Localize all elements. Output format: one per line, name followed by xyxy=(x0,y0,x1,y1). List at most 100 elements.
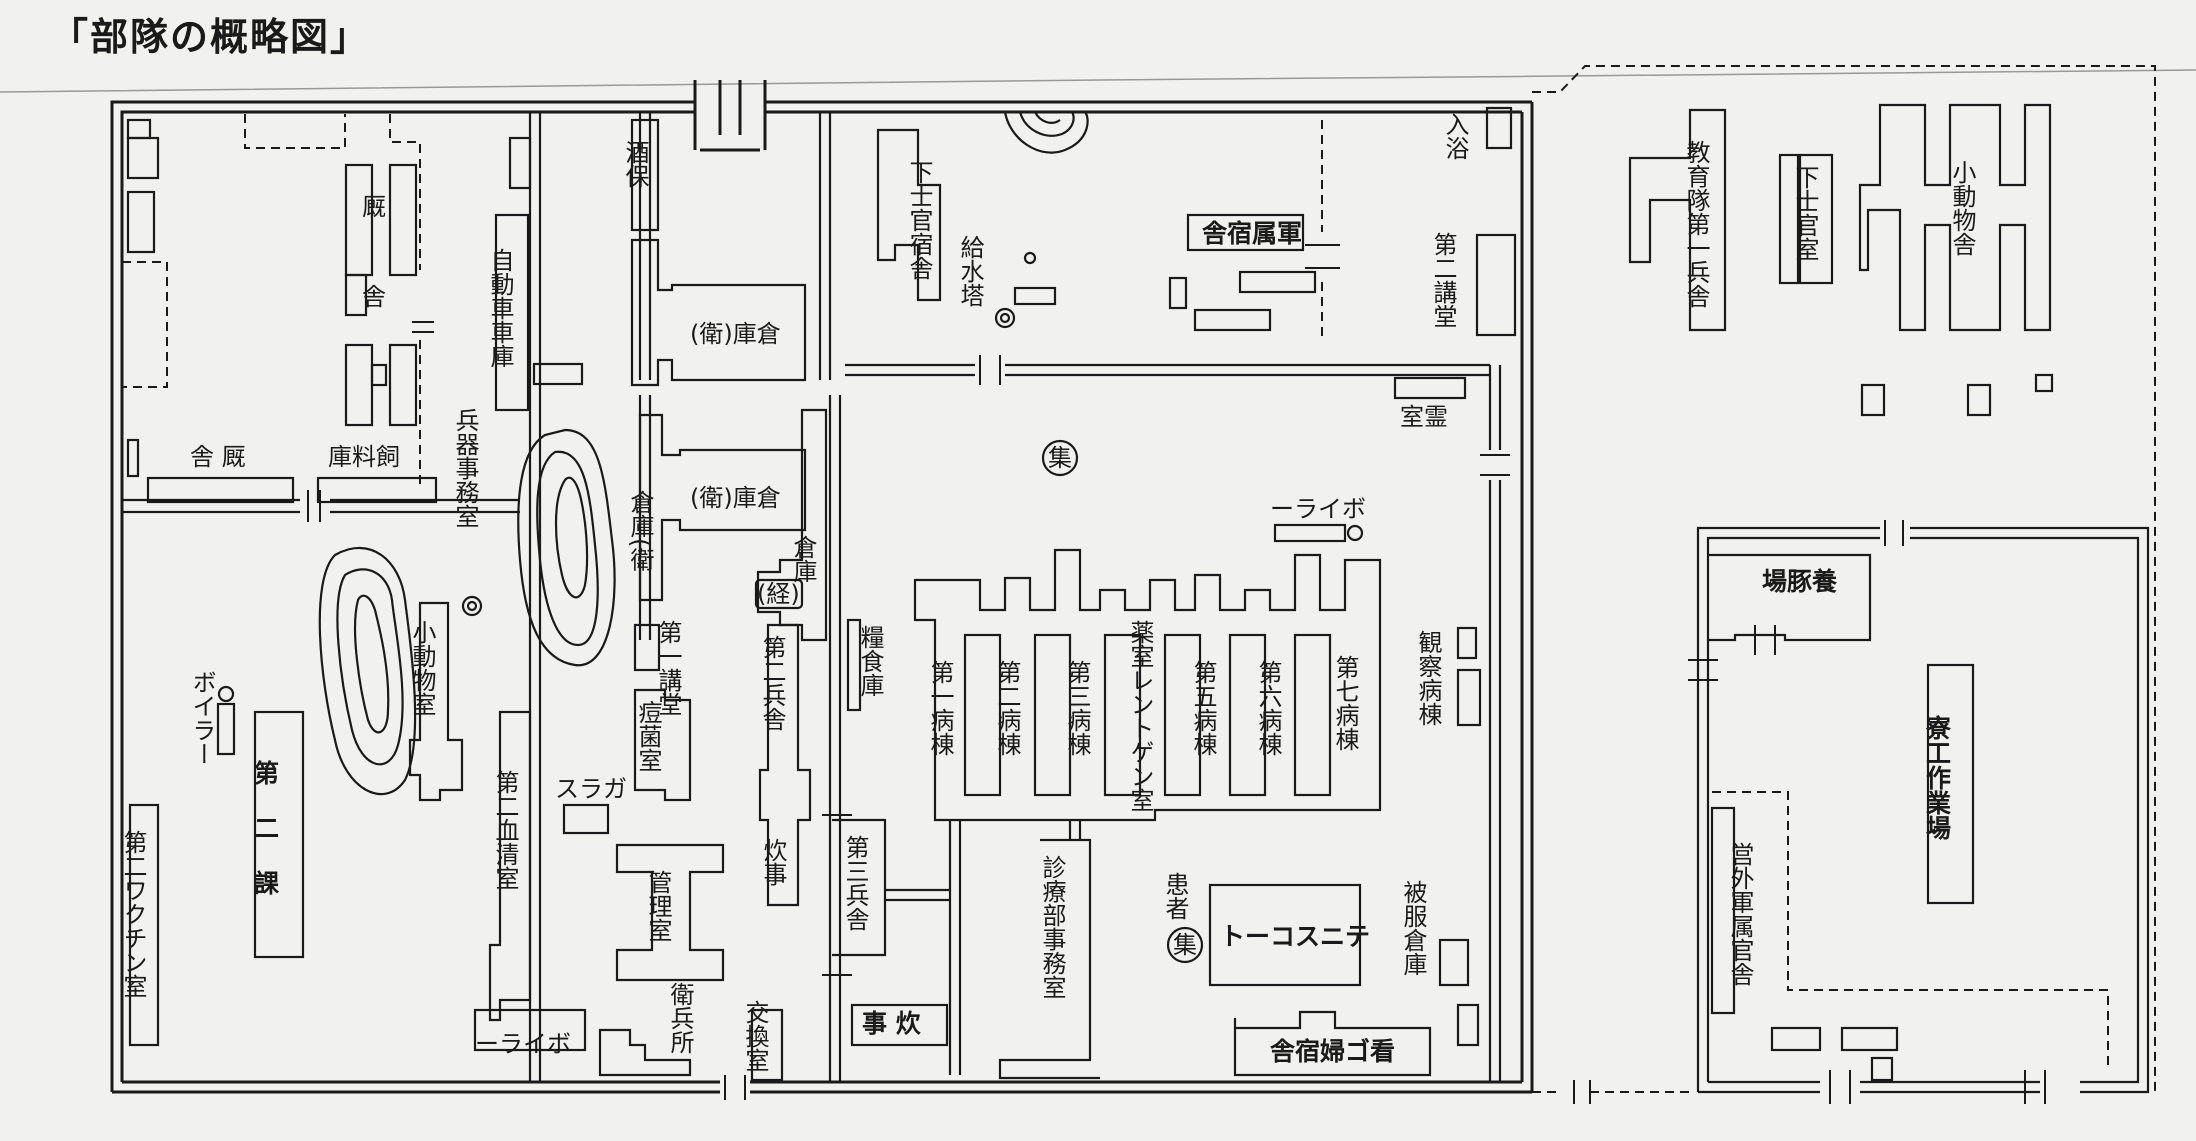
pig-farm-label: 場豚養 xyxy=(1762,567,1837,596)
water-tower-tank-inner xyxy=(999,312,1011,324)
spirit-room-building xyxy=(1393,376,1467,400)
small-block-1 xyxy=(1860,383,1886,417)
pharmacy-xray-label: 薬室レントゲン室 xyxy=(1126,620,1154,812)
small-animal-building-label: 小動物舎 xyxy=(1948,160,1976,256)
barracks-3-building xyxy=(832,818,887,957)
finance-storehouse-building xyxy=(756,408,828,642)
civilian-quarters-annex-1 xyxy=(1770,1026,1822,1052)
pond-left xyxy=(318,546,417,796)
hygiene-storehouse-1-label: (衛)庫倉 xyxy=(690,320,781,348)
small-block-2 xyxy=(1966,383,1992,417)
vaccinia-room-label: 痘菌室 xyxy=(634,700,662,772)
lecture-hall-2-building xyxy=(1475,233,1517,337)
civilian-dorm-annex-1 xyxy=(1168,276,1188,310)
exchange-room-label: 交換室 xyxy=(741,1000,769,1072)
weapons-office-label: 兵器事務室 xyxy=(451,408,479,528)
water-tower-label: 給水塔 xyxy=(956,235,984,307)
stable-label-umaya: 厩 xyxy=(362,193,386,221)
boiler-3-building xyxy=(1273,523,1347,543)
kitchen-1-label: 炊事 xyxy=(759,838,787,886)
observation-ward-label: 観察病棟 xyxy=(1414,630,1442,726)
pig-farm-gate xyxy=(1754,625,1776,655)
lecture-hall-1-building xyxy=(633,623,661,672)
civilian-quarters-building xyxy=(1710,806,1736,1015)
small-animal-room-building xyxy=(408,601,464,802)
section-2-building xyxy=(253,710,305,959)
nco-room-building xyxy=(1798,153,1834,285)
assembly-point-2-label: 集 xyxy=(1173,931,1197,959)
boiler-3-label: ーライボ xyxy=(1270,495,1366,523)
kitchen-2-label: 事 炊 xyxy=(862,1009,922,1038)
clothing-warehouse-annex xyxy=(1438,938,1470,987)
barracks-3-gates xyxy=(822,814,852,976)
canteen-label: 酒保 xyxy=(621,140,649,188)
spirit-room-label: 室霊 xyxy=(1400,403,1448,431)
nurses-dorm-label: 舎宿婦ゴ看 xyxy=(1270,1037,1395,1066)
well-1 xyxy=(461,595,483,617)
suraga-building xyxy=(562,803,610,835)
corridor-b xyxy=(1068,820,1082,840)
vaccine-room-label: 第二ワクチン室 xyxy=(119,830,147,998)
guard-house-building xyxy=(598,1028,692,1077)
tennis-court xyxy=(1208,883,1362,987)
tennis-court-label: トーコスニテ xyxy=(1220,922,1370,951)
finance-label: (経) xyxy=(757,580,800,608)
stable-label-sha: 舎 xyxy=(362,283,386,311)
barracks-3-label: 第三兵舎 xyxy=(841,835,869,931)
nco-room-label: 下士官室 xyxy=(1791,165,1819,261)
civilian-dorm-annex-3 xyxy=(1193,308,1272,332)
lecture-hall-2-label: 第二講堂 xyxy=(1429,232,1457,328)
water-tower-tank xyxy=(994,307,1016,329)
workshop-label: 寮工作業場 xyxy=(1923,714,1953,841)
clothing-warehouse-label: 被服倉庫 xyxy=(1399,880,1427,976)
management-office-label: 管理室 xyxy=(644,870,672,942)
hygiene-storehouse-2-label: (衛)庫倉 xyxy=(690,484,781,512)
vaccinia-room-building xyxy=(633,688,692,802)
ward-1-label: 第一病棟 xyxy=(926,660,954,756)
finance-tag-box xyxy=(754,578,804,610)
civilian-dorm-annex-2 xyxy=(1238,270,1317,294)
training-unit-barracks-label: 教育隊第一兵舎 xyxy=(1682,140,1710,308)
civilian-quarters-annex-2 xyxy=(1840,1026,1899,1052)
assembly-point-2 xyxy=(1166,926,1204,964)
ward-5-label: 第五病棟 xyxy=(1189,660,1217,756)
clothing-warehouse-building xyxy=(1456,1003,1480,1047)
kitchen-2-building xyxy=(850,1003,949,1047)
feed-storage-label: 庫料飼 xyxy=(328,443,400,471)
barracks-2-building xyxy=(758,623,812,907)
section-2-label: 第二課 xyxy=(251,759,280,925)
bath-building xyxy=(1485,106,1513,150)
civilian-dorm-label: 舎宿属軍 xyxy=(1202,219,1302,248)
observation-ward-annex xyxy=(1456,626,1478,660)
pig-farm-building xyxy=(1708,553,1872,642)
nco-quarters-building xyxy=(876,128,942,302)
boiler-2-chimney xyxy=(217,685,235,703)
garage-label: 自動車車庫 xyxy=(486,248,514,368)
compound-wall xyxy=(110,65,2156,1094)
boiler-2-label: ボイラー xyxy=(188,670,216,766)
civilian-quarters-annex-3 xyxy=(1870,1056,1894,1082)
water-tower-marker xyxy=(1023,251,1037,265)
civilian-quarters-label: 営外軍属官舎 xyxy=(1726,842,1754,986)
ward-6-label: 第六病棟 xyxy=(1254,660,1282,756)
hospital-complex xyxy=(913,548,1382,822)
garage-annex xyxy=(508,136,532,190)
serum-room-building xyxy=(488,710,532,1022)
nco-quarters-label: 下士官宿舎 xyxy=(905,160,933,280)
civilian-dorm-building xyxy=(1186,213,1305,252)
ward-2-label: 第二病棟 xyxy=(993,660,1021,756)
ward-7-label: 第七病棟 xyxy=(1331,655,1359,751)
training-unit-barracks-building xyxy=(1628,108,1727,332)
small-block-3 xyxy=(2034,373,2054,393)
bath-label: 入浴 xyxy=(1441,112,1469,160)
workshop-building xyxy=(1926,663,1975,905)
suraga-label: スラガ xyxy=(555,775,627,803)
stable-label-umaya-sha: 舎 厩 xyxy=(190,443,246,471)
patients-label: 患者 xyxy=(1161,872,1189,920)
clinical-office-label: 診療部事務室 xyxy=(1038,855,1066,999)
boiler-2-building xyxy=(216,702,236,756)
stable-area xyxy=(121,114,438,504)
ward-buildings xyxy=(963,633,1332,797)
